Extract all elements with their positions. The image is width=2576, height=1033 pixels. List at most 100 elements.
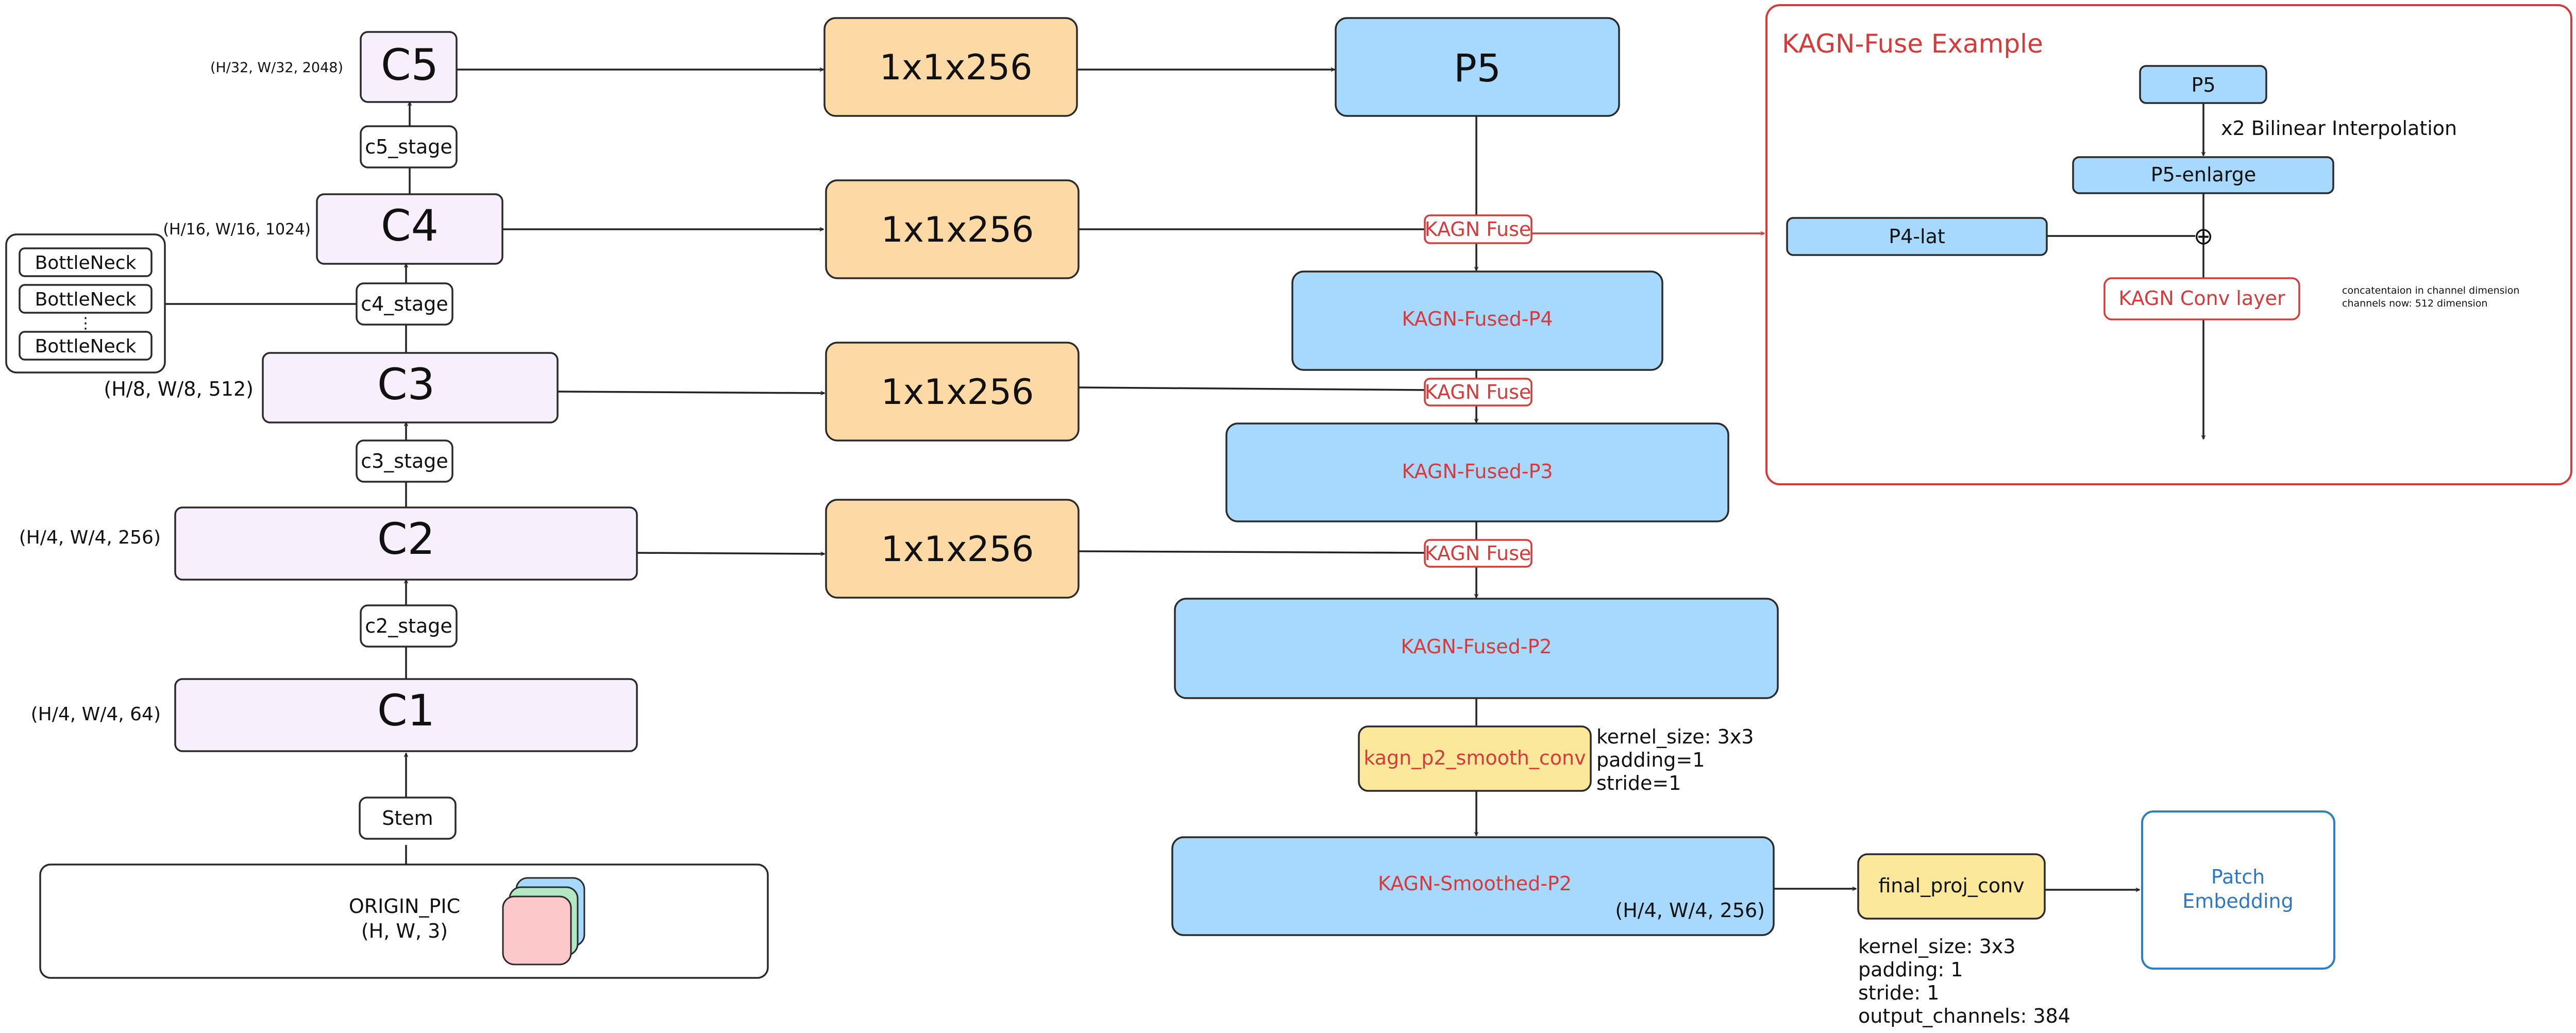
c5-shape: (H/32, W/32, 2048) — [210, 60, 343, 76]
example-note: channels now: 512 dimension — [2342, 298, 2487, 309]
example-p4-lat-label: P4-lat — [1889, 225, 1945, 248]
lateral-conv-c4 — [825, 179, 1080, 279]
final-proj-conv-note: output_channels: 384 — [1858, 1005, 2070, 1027]
smooth-conv-note: stride=1 — [1596, 772, 1681, 794]
example-p5-box — [2139, 65, 2267, 104]
kagn-fuse-label: KAGN Fuse — [1425, 381, 1531, 403]
bottleneck-ellipsis: ⋮ — [78, 314, 93, 332]
lateral-conv-label: 1x1x256 — [881, 372, 1034, 413]
patch-embedding-label: Embedding — [2182, 890, 2294, 912]
kagn-fuse-node-p2 — [1424, 539, 1533, 568]
c5-label: C5 — [381, 40, 439, 90]
c2-label: C2 — [377, 514, 435, 564]
kagn-fuse-label: KAGN Fuse — [1425, 218, 1531, 241]
smooth-conv-box — [1358, 725, 1592, 792]
lateral-to-fuse2-line — [1078, 550, 1425, 554]
example-title: KAGN-Fuse Example — [1782, 29, 2043, 59]
c1-box — [174, 678, 638, 752]
lateral-conv-label: 1x1x256 — [881, 210, 1034, 250]
c3-shape: (H/8, W/8, 512) — [104, 378, 254, 400]
c4-label: C4 — [381, 200, 439, 251]
smooth-conv-note: kernel_size: 3x3 — [1596, 725, 1754, 748]
c3-lateral-arrow — [557, 391, 824, 393]
fpn: P5 KAGN Fuse KAGN-Fused-P4 KAGN Fuse KAG… — [1171, 17, 2335, 1027]
final-proj-conv-note: stride: 1 — [1858, 981, 1939, 1004]
kagn-fuse-node-p4 — [1424, 214, 1533, 244]
kagn-fuse-node-p3 — [1424, 378, 1533, 407]
lateral-conv-c2 — [825, 499, 1080, 599]
stem-box — [359, 797, 457, 840]
lateral-conv-c3 — [825, 342, 1080, 442]
final-proj-conv-note: kernel_size: 3x3 — [1858, 935, 2015, 958]
lateral-conv-label: 1x1x256 — [881, 529, 1034, 570]
example-kagn-conv-label: KAGN Conv layer — [2118, 287, 2285, 310]
c3-label: C3 — [377, 359, 435, 410]
example-enlarge-label: P5-enlarge — [2151, 163, 2257, 186]
example-panel-border — [1765, 4, 2572, 485]
c2-shape: (H/4, W/4, 256) — [19, 527, 161, 548]
patch-embedding-label: Patch — [2211, 866, 2265, 888]
c4-stage-label: c4_stage — [361, 293, 448, 315]
smoothed-p2-box — [1171, 836, 1775, 936]
p5-box — [1335, 17, 1620, 117]
lateral-conv-c5 — [823, 17, 1078, 117]
lateral-conv-label: 1x1x256 — [880, 47, 1033, 88]
example-p5-label: P5 — [2191, 74, 2215, 96]
image-stack-icon — [502, 877, 585, 966]
example-interp-label: x2 Bilinear Interpolation — [2221, 117, 2457, 140]
patch-embedding-box — [2141, 810, 2335, 970]
p5-label: P5 — [1454, 46, 1501, 91]
bottleneck-block — [19, 284, 153, 314]
stem-label: Stem — [382, 807, 433, 829]
lateral-convs: 1x1x256 1x1x256 1x1x256 1x1x256 — [823, 17, 1080, 599]
origin-pic-box — [39, 863, 769, 979]
bottleneck-block — [19, 247, 153, 277]
example-kagn-conv-box — [2103, 277, 2300, 320]
example-note: concatentaion in channel dimension — [2342, 285, 2519, 296]
p2-label: KAGN-Fused-P2 — [1401, 635, 1552, 658]
c2-stage-label: c2_stage — [365, 615, 452, 637]
final-proj-conv-box — [1857, 853, 2046, 920]
p4-box — [1291, 270, 1663, 371]
kagn-fuse-label: KAGN Fuse — [1425, 542, 1531, 565]
bottleneck-block — [19, 331, 153, 361]
smoothed-p2-label: KAGN-Smoothed-P2 — [1378, 872, 1572, 895]
bottleneck-label: BottleNeck — [35, 289, 137, 310]
backbone: ORIGIN_PIC (H, W, 3) Stem C1 (H/4, W/4, … — [5, 31, 769, 979]
c3-box — [262, 352, 559, 424]
concat-plus-icon: ⊕ — [2194, 222, 2214, 250]
c2-box — [174, 506, 638, 581]
final-proj-conv-note: padding: 1 — [1858, 958, 1963, 981]
kagn-fuse-example-panel: KAGN-Fuse Example P5 x2 Bilinear Interpo… — [1765, 4, 2572, 485]
c1-label: C1 — [377, 685, 435, 736]
bottleneck-label: BottleNeck — [35, 252, 137, 274]
p3-label: KAGN-Fused-P3 — [1402, 460, 1553, 483]
bottleneck-label: BottleNeck — [35, 336, 137, 357]
origin-pic-label: ORIGIN_PIC — [349, 895, 460, 918]
c3-stage-box — [356, 439, 453, 483]
c3-stage-label: c3_stage — [361, 450, 448, 472]
c4-box — [316, 193, 503, 265]
c5-stage-box — [360, 125, 458, 168]
c5-box — [360, 31, 458, 103]
c5-stage-label: c5_stage — [365, 136, 452, 158]
smoothed-p2-shape: (H/4, W/4, 256) — [1615, 899, 1765, 922]
example-p4-lat-box — [1786, 217, 2048, 256]
p3-box — [1225, 422, 1729, 522]
c4-shape: (H/16, W/16, 1024) — [163, 221, 311, 239]
example-enlarge-box — [2072, 156, 2334, 194]
smooth-conv-note: padding=1 — [1596, 749, 1705, 771]
p4-label: KAGN-Fused-P4 — [1402, 308, 1553, 330]
p2-box — [1174, 598, 1779, 699]
c2-stage-box — [360, 604, 458, 648]
lateral-to-fuse3-line — [1078, 386, 1425, 391]
smooth-conv-label: kagn_p2_smooth_conv — [1363, 747, 1586, 769]
connectors — [165, 70, 2140, 890]
bottleneck-group: BottleNeck BottleNeck ⋮ BottleNeck — [5, 233, 166, 374]
c1-shape: (H/4, W/4, 64) — [31, 704, 161, 725]
c4-stage-box — [356, 282, 453, 326]
c2-lateral-arrow — [636, 553, 824, 554]
origin-pic-shape: (H, W, 3) — [361, 920, 448, 942]
final-proj-conv-label: final_proj_conv — [1878, 874, 2024, 897]
